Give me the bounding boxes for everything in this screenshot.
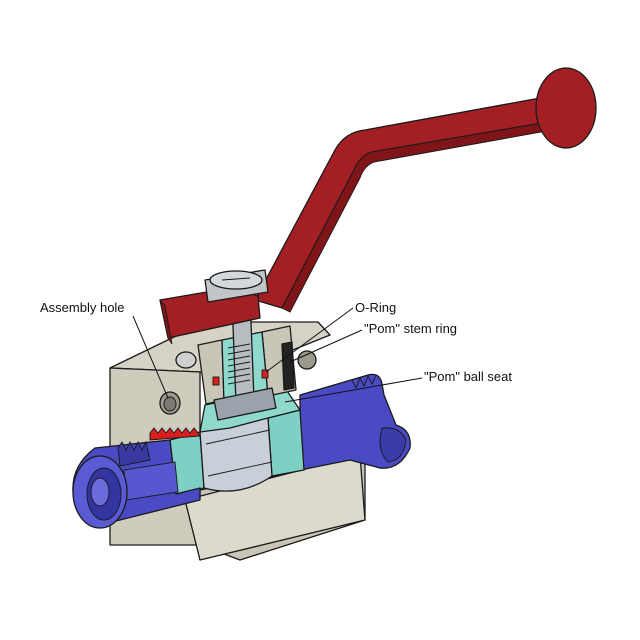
stem-housing [197, 295, 297, 421]
stem-ring [281, 341, 295, 391]
stem-screw-head [209, 270, 263, 290]
handle-grip [535, 67, 597, 149]
label-stem-ring: "Pom" stem ring [364, 321, 457, 336]
leader-stem-ring [289, 329, 363, 363]
body-bolt-hole [297, 350, 317, 370]
label-assembly-hole: Assembly hole [40, 300, 125, 315]
callouts: Assembly hole O-Ring "Pom" stem ring "Po… [40, 300, 512, 403]
right-pipe-fitting [299, 373, 411, 471]
stem-housing-left-wall [197, 339, 225, 405]
o-ring-left [212, 376, 220, 386]
label-ball-seat: "Pom" ball seat [424, 369, 512, 384]
leader-o-ring [265, 307, 354, 373]
stem-spring [227, 343, 251, 385]
valve-handle [159, 67, 597, 369]
o-ring-right [261, 369, 269, 379]
ball-section [169, 387, 305, 495]
stem-flange [213, 387, 277, 421]
leader-ball-seat [284, 377, 423, 403]
side-nut [175, 351, 197, 369]
label-o-ring: O-Ring [355, 300, 396, 315]
left-pipe-fitting [72, 427, 201, 529]
leader-assembly-hole [132, 315, 169, 399]
ball-seat-right [267, 409, 305, 477]
left-pipe-thread [117, 440, 151, 467]
